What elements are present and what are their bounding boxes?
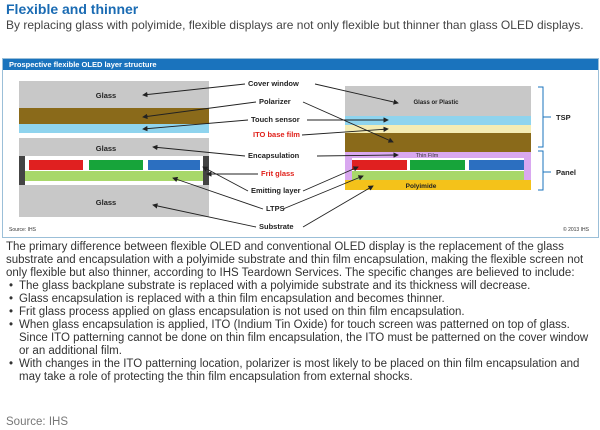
- left-emit-green: [89, 160, 143, 170]
- label-frit-glass: Frit glass: [261, 169, 294, 178]
- label-substrate: Substrate: [259, 222, 294, 231]
- figure-header-text: Prospective flexible OLED layer structur…: [9, 60, 157, 69]
- right-emit-green: [410, 160, 465, 170]
- right-polyimide-label: Polyimide: [406, 183, 437, 190]
- change-item: Frit glass process applied on glass enca…: [9, 306, 596, 319]
- figure-source: Source: IHS: [9, 227, 37, 233]
- page-title: Flexible and thinner: [6, 1, 139, 17]
- left-glass-mid-label: Glass: [96, 144, 116, 153]
- right-glass-or-plastic-label: Glass or Plastic: [413, 100, 459, 106]
- label-polarizer: Polarizer: [259, 97, 291, 106]
- left-glass-top-label: Glass: [96, 91, 116, 100]
- page-subtitle: By replacing glass with polyimide, flexi…: [6, 18, 584, 32]
- right-thin-film-label: Thin Film: [416, 153, 439, 159]
- tsp-label: TSP: [556, 113, 571, 122]
- body-text: The primary difference between flexible …: [6, 241, 596, 384]
- label-touch-sensor: Touch sensor: [251, 115, 300, 124]
- right-emit-blue: [469, 160, 524, 170]
- right-emit-red: [352, 160, 407, 170]
- left-polarizer: [19, 108, 209, 124]
- left-glass-bottom-label: Glass: [96, 198, 116, 207]
- body-intro: The primary difference between flexible …: [6, 241, 584, 279]
- change-item: With changes in the ITO patterning locat…: [9, 358, 596, 384]
- change-item: The glass backplane substrate is replace…: [9, 280, 596, 293]
- right-thin-film-left: [345, 158, 352, 180]
- figure-header-bar: [3, 59, 598, 70]
- right-polyimide: [345, 180, 531, 190]
- right-touch-sensor: [345, 116, 531, 125]
- left-arrows: [142, 83, 264, 228]
- right-ltps: [352, 171, 524, 180]
- change-item: Glass encapsulation is replaced with a t…: [9, 293, 596, 306]
- panel-bracket: [538, 150, 544, 191]
- label-ltps: LTPS: [266, 204, 285, 213]
- panel-label: Panel: [556, 168, 576, 177]
- change-list: The glass backplane substrate is replace…: [6, 280, 596, 384]
- right-polarizer: [345, 133, 531, 152]
- left-emit-red: [29, 160, 83, 170]
- left-ltps: [25, 171, 203, 181]
- left-glass-cover: [19, 81, 209, 108]
- right-ito-film: [345, 125, 531, 133]
- label-ito-base-film: ITO base film: [253, 130, 300, 139]
- label-cover-window: Cover window: [248, 79, 299, 88]
- right-arrows: [282, 83, 399, 228]
- layer-structure-figure: Prospective flexible OLED layer structur…: [2, 58, 599, 238]
- left-touch-sensor: [19, 124, 209, 133]
- left-glass-substrate: [19, 185, 209, 217]
- right-thin-film-right: [524, 158, 531, 180]
- left-emit-blue: [148, 160, 200, 170]
- change-item: When glass encapsulation is applied, ITO…: [9, 319, 596, 358]
- source-note: Source: IHS: [6, 416, 68, 428]
- right-cover-window: [345, 86, 531, 116]
- figure-copyright: © 2013 IHS: [563, 226, 590, 233]
- label-emitting-layer: Emitting layer: [251, 186, 301, 195]
- label-encapsulation: Encapsulation: [248, 151, 300, 160]
- left-frit-right: [203, 156, 209, 185]
- layer-structure-diagram: Prospective flexible OLED layer structur…: [3, 59, 598, 233]
- left-glass-encap: [19, 138, 209, 156]
- tsp-bracket: [538, 86, 544, 148]
- right-thin-film: [345, 152, 531, 158]
- left-frit-left: [19, 156, 25, 185]
